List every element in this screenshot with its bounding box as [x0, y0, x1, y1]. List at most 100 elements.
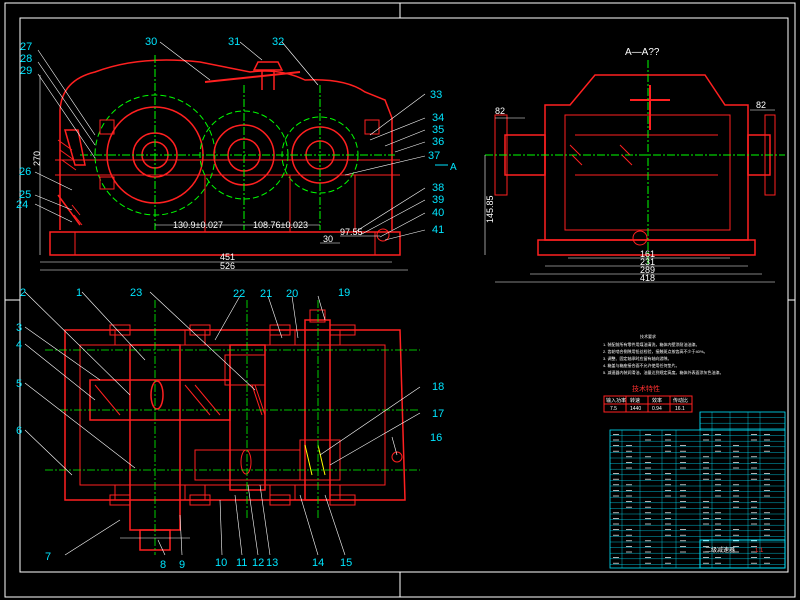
dim-center-1: 130.9±0.027	[173, 220, 223, 230]
balloon-1: 1	[76, 287, 82, 299]
shaft-mid	[229, 344, 266, 491]
spec-title: 技术特性	[632, 384, 660, 393]
dim-97: 97.55	[340, 227, 363, 237]
top-housing-inner	[79, 344, 386, 486]
drawing-title: 二级减速器	[705, 546, 735, 554]
top-housing-outer	[64, 329, 406, 501]
spec-value: 7.5	[610, 406, 617, 412]
bolt-marks	[99, 119, 390, 242]
dimension-lines	[39, 75, 408, 271]
balloon-19: 19	[338, 287, 350, 299]
housing-ribs	[204, 175, 356, 232]
dim-side-161: 161	[640, 249, 655, 259]
balloon-35: 35	[432, 124, 444, 136]
parts-table-frame	[609, 429, 786, 569]
cover-top	[204, 71, 301, 83]
pinion-hatch	[304, 444, 326, 476]
balloon-20: 20	[286, 288, 298, 300]
title-block: 二级减速器 1:1	[699, 539, 786, 569]
spec-value: 0.94	[652, 406, 662, 412]
balloon-7: 7	[45, 551, 51, 563]
notes-line: 4. 箱盖与箱座接合面不允许使用任何垫片。	[603, 362, 679, 368]
key-slot	[150, 380, 164, 410]
spec-value: 16.1	[675, 406, 685, 412]
parts-table-frame	[699, 411, 786, 431]
balloon-14: 14	[312, 557, 324, 569]
balloon-4: 4	[16, 339, 22, 351]
balloon-23: 23	[130, 287, 142, 299]
balloon-28: 28	[20, 53, 32, 65]
balloon-29: 29	[20, 65, 32, 77]
balloon-9: 9	[179, 559, 185, 571]
notes-line: 2. 齿轮啮合侧隙用铅丝检验，接触斑点按齿高不少于40%。	[603, 348, 707, 354]
balloon-22: 22	[233, 288, 245, 300]
balloon-10: 10	[215, 557, 227, 569]
notes-line: 5. 减速器内装润滑油，油量达到规定高度。箱体外表面涂灰色油漆。	[603, 369, 723, 375]
balloon-41: 41	[432, 224, 444, 236]
spec-value: 1440	[630, 406, 641, 412]
side-inner	[564, 114, 731, 231]
top-view	[45, 300, 420, 555]
spec-header: 输入功率	[606, 397, 626, 404]
balloon-32: 32	[272, 36, 284, 48]
side-base	[537, 239, 756, 256]
balloon-37: 37	[428, 150, 440, 162]
gear-large-hatch	[94, 384, 221, 416]
balloon-16: 16	[430, 432, 442, 444]
side-housing	[544, 74, 749, 241]
top-centerlines	[45, 300, 420, 555]
balloon-21: 21	[260, 288, 272, 300]
dim-side-231: 231	[640, 257, 655, 267]
balloon-13: 13	[266, 557, 278, 569]
side-hatch	[569, 144, 633, 166]
dim-side-418: 418	[640, 273, 655, 283]
balloon-31: 31	[228, 36, 240, 48]
spec-header: 效率	[652, 397, 662, 404]
bearings	[114, 329, 403, 501]
balloon-6: 6	[16, 425, 22, 437]
section-label: A—A??	[625, 47, 660, 58]
housing-cover	[59, 59, 393, 230]
balloon-17: 17	[432, 408, 444, 420]
balloon-34: 34	[432, 112, 444, 124]
balloon-38: 38	[432, 182, 444, 194]
dim-length-total: 526	[220, 261, 235, 271]
technical-notes: 技术要求 1. 装配前所有零件用煤油清洗，箱体内壁涂耐油油漆。 2. 齿轮啮合侧…	[603, 333, 723, 375]
dim-height-left: 270	[32, 151, 42, 166]
shaft-high-end	[309, 309, 326, 323]
side-shaft	[504, 134, 771, 176]
balloon-40: 40	[432, 207, 444, 219]
balloon-5: 5	[16, 378, 22, 390]
balloon-25: 25	[19, 189, 31, 201]
spec-header: 转速	[630, 397, 640, 404]
parts-list-table	[609, 411, 786, 569]
side-view: A—A?? 82 82 145.85 161 231 289 418	[484, 47, 785, 283]
spec-header: 传动比	[673, 397, 688, 404]
balloon-24: 24	[16, 199, 28, 211]
drawing-scale: 1:1	[755, 548, 764, 554]
gear-mid-hatch	[251, 384, 266, 416]
view-marker: A	[450, 162, 457, 173]
leader-lines	[24, 41, 426, 556]
front-view: 130.9±0.027 108.76±0.023 451 526 270 30 …	[32, 55, 457, 271]
pinion-top	[299, 439, 341, 481]
oil-gauge	[57, 129, 86, 226]
housing-base	[49, 231, 401, 256]
balloon-8: 8	[160, 559, 166, 571]
balloon-3: 3	[16, 322, 22, 334]
side-dimension-lines	[484, 109, 775, 283]
notes-line: 1. 装配前所有零件用煤油清洗，箱体内壁涂耐油油漆。	[603, 341, 699, 347]
outer-border	[4, 2, 796, 598]
dim-center-2: 108.76±0.023	[253, 220, 308, 230]
spec-table: 技术特性 输入功率 转速 效率 传动比 7.5 1440 0.94 16.1	[603, 384, 693, 413]
inner-border	[19, 17, 789, 573]
hatch	[57, 139, 83, 226]
balloon-36: 36	[432, 136, 444, 148]
dim-length-inner: 451	[220, 252, 235, 262]
dim-side-82-right: 82	[756, 100, 766, 110]
gear-mid-top	[194, 449, 301, 481]
dim-side-82-left: 82	[495, 106, 505, 116]
dim-small-30: 30	[323, 234, 333, 244]
balloon-26: 26	[19, 166, 31, 178]
vent-cap	[252, 61, 284, 90]
